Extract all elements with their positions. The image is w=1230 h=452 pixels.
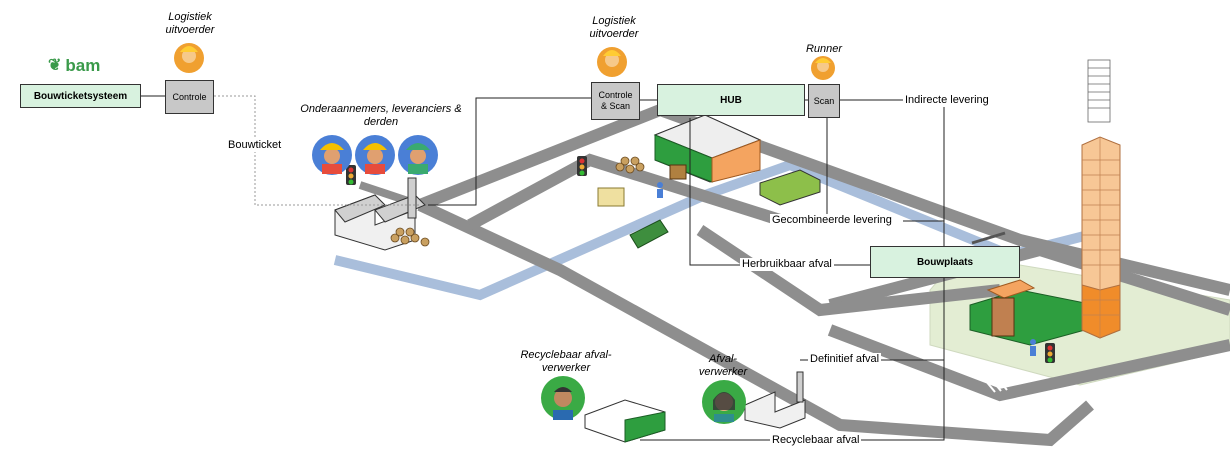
waste-processing-factory	[744, 371, 806, 429]
road-main	[417, 199, 1094, 447]
edge-recyclebaar-afval	[640, 278, 945, 441]
runner-role: Runner	[805, 43, 843, 55]
bouwplaats-box: Bouwplaats	[870, 246, 1020, 278]
material-pallets	[390, 156, 645, 247]
road-side	[827, 324, 1230, 402]
worker-figures-icon	[657, 182, 1036, 356]
supplier-avatar-icon	[355, 135, 395, 175]
road-network	[417, 103, 1230, 447]
controle-box: Controle	[165, 80, 214, 114]
worker-avatar-icon	[597, 47, 627, 77]
bridge	[971, 231, 1006, 245]
recycler-avatar-icon	[541, 376, 585, 420]
bouwticket-label: Bouwticket	[226, 139, 284, 152]
construction-tower	[1081, 136, 1121, 339]
delivery-box	[597, 187, 625, 207]
road-lower	[828, 243, 1230, 316]
onderaannemers-role: Onderaannemers, leveranciers & derden	[300, 103, 462, 128]
edge-supplier-controle-scan	[428, 97, 591, 206]
gecombineerde-levering-label: Gecombineerde levering	[770, 214, 894, 227]
bouwticketsysteem-label: Bouwticketsysteem	[33, 90, 128, 102]
runner-avatar-icon	[811, 56, 835, 80]
waste-processor-avatar-icon	[702, 380, 746, 424]
controle-label: Controle	[172, 92, 207, 102]
crosswalk	[984, 377, 1008, 393]
parcel-box	[669, 164, 687, 180]
traffic-light-icon	[1045, 343, 1055, 363]
recyclebaar-verwerker-role: Recyclebaar afval- verwerker	[520, 349, 612, 374]
worker-avatar-icon	[174, 43, 204, 73]
herbruikbaar-afval-label: Herbruikbaar afval	[740, 258, 834, 271]
bouwticketsysteem-box: Bouwticketsysteem	[20, 84, 141, 108]
scan-label: Scan	[813, 96, 835, 106]
afval-verwerker-role: Afval- verwerker	[698, 353, 748, 378]
scan-box: Scan	[808, 84, 840, 118]
controle-scan-label: Controle & Scan	[598, 90, 633, 111]
storage-building	[759, 169, 821, 206]
bam-logo-icon: ❦	[48, 57, 62, 74]
traffic-light-icon	[346, 165, 356, 185]
hub-box: HUB	[657, 84, 805, 116]
logistiek-uitvoerder-role: Logistiek uitvoerder	[589, 15, 639, 40]
bouwplaats-label: Bouwplaats	[916, 256, 974, 268]
edge-bouwticket	[214, 95, 420, 206]
traffic-light-icon	[577, 156, 587, 176]
recycling-facility	[584, 399, 666, 443]
definitief-afval-label: Definitief afval	[808, 353, 882, 366]
bam-logo: ❦ bam	[48, 56, 100, 76]
recyclebaar-afval-label: Recyclebaar afval	[770, 434, 862, 447]
road-branch	[696, 225, 1001, 317]
site-building	[969, 279, 1086, 346]
road-upper	[417, 103, 1230, 296]
timber-stack	[629, 219, 669, 249]
logistiek-uitvoerder-role: Logistiek uitvoerder	[165, 11, 215, 36]
city-skyscraper	[1087, 59, 1111, 123]
controle-scan-box: Controle & Scan	[591, 82, 640, 120]
hub-label: HUB	[720, 94, 742, 106]
bam-logo-text: bam	[65, 56, 101, 75]
third-party-avatar-icon	[398, 135, 438, 175]
road-mid	[467, 153, 782, 231]
indirecte-levering-label: Indirecte levering	[903, 94, 991, 107]
subcontractor-avatar-icon	[312, 135, 352, 175]
